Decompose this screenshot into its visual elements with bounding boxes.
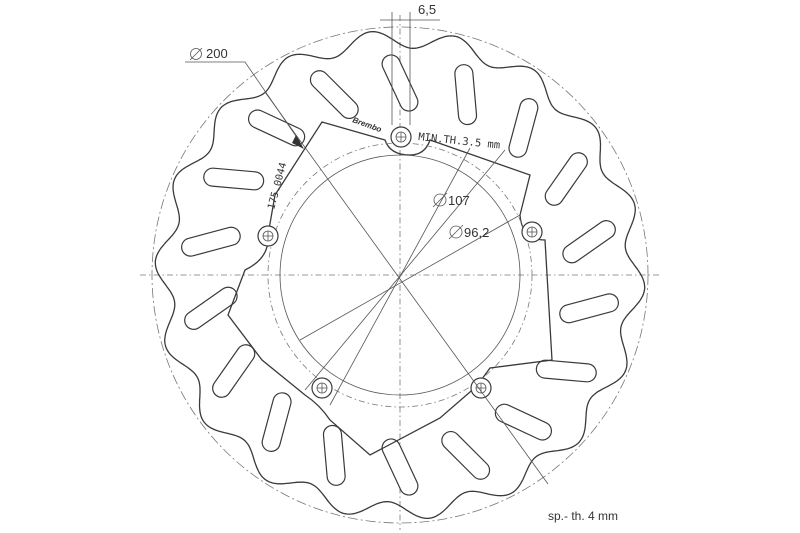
wavy-disc-outline — [154, 30, 646, 520]
cooling-slot — [261, 392, 292, 452]
outer-diameter-arrow — [292, 135, 304, 149]
cooling-slot — [562, 220, 616, 264]
cooling-slot — [535, 359, 597, 383]
slot-width-label: 6,5 — [418, 2, 436, 17]
bore-diameter-label: 96,2 — [464, 225, 489, 240]
mounting-hole-crosshair — [263, 231, 273, 241]
cooling-slot — [381, 54, 419, 112]
hub-diameter-label: 107 — [448, 193, 470, 208]
mounting-hole-crosshair — [317, 383, 327, 393]
cooling-slot — [247, 109, 306, 147]
mounting-holes — [257, 126, 543, 399]
cooling-slot — [181, 226, 241, 257]
cooling-slot — [454, 64, 478, 126]
cooling-slot — [508, 98, 539, 158]
inner-carrier-outline — [227, 121, 553, 456]
cooling-slot — [309, 70, 359, 120]
outer-diameter-label: 200 — [206, 46, 228, 61]
mounting-hole-crosshair — [527, 227, 537, 237]
diameter-line-b — [299, 214, 521, 341]
outer-diameter-symbol — [189, 47, 203, 61]
diameter-line-d — [304, 149, 506, 391]
part-number-label: 175.0044 — [266, 161, 289, 210]
cooling-slot — [322, 424, 346, 486]
thickness-note: sp.- th. 4 mm — [548, 509, 618, 523]
cooling-slot — [203, 167, 265, 191]
min-thickness-label: MIN.TH.3.5 mm — [418, 131, 501, 152]
bore-diameter-symbol — [448, 224, 464, 240]
cooling-slot — [441, 430, 491, 480]
hub-diameter-symbol — [432, 192, 448, 208]
cooling-slot — [544, 152, 588, 206]
cooling-slot — [559, 293, 619, 324]
mounting-hole-crosshair — [396, 132, 406, 142]
bore-circle — [279, 154, 521, 396]
cooling-slot — [494, 403, 553, 441]
cooling-slot — [381, 438, 419, 496]
cooling-slot — [212, 344, 256, 398]
outer-reference-circle — [151, 26, 649, 524]
cooling-slot — [184, 286, 238, 330]
cooling-slots — [181, 54, 619, 496]
diameter-line-a — [264, 91, 549, 485]
